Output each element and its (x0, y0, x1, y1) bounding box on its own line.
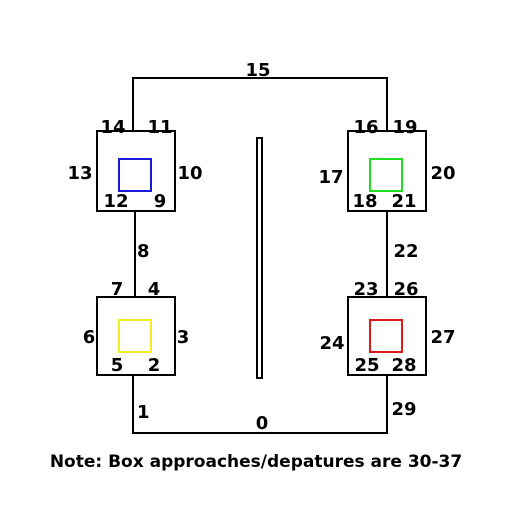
inner-square-red (369, 319, 403, 353)
box-outline (96, 130, 176, 212)
label-23: 23 (353, 279, 378, 300)
label-3: 3 (177, 327, 190, 348)
box-bottom-left[interactable] (96, 296, 176, 376)
box-bottom-right[interactable] (347, 296, 427, 376)
label-17: 17 (318, 167, 343, 188)
footnote: Note: Box approaches/depatures are 30-37 (50, 452, 462, 472)
label-6: 6 (83, 327, 96, 348)
label-20: 20 (430, 163, 455, 184)
box-top-left[interactable] (96, 130, 176, 212)
label-28: 28 (391, 355, 416, 376)
inner-square-blue (118, 158, 152, 192)
label-26: 26 (393, 279, 418, 300)
box-outline (347, 296, 427, 376)
label-10: 10 (177, 163, 202, 184)
inner-square-green (369, 158, 403, 192)
label-13: 13 (67, 163, 92, 184)
label-22: 22 (393, 241, 418, 262)
label-2: 2 (148, 355, 161, 376)
label-21: 21 (391, 191, 416, 212)
inner-square-yellow (118, 319, 152, 353)
label-19: 19 (392, 117, 417, 138)
label-16: 16 (353, 117, 378, 138)
label-27: 27 (430, 327, 455, 348)
label-4: 4 (148, 279, 161, 300)
box-outline (347, 130, 427, 212)
label-12: 12 (103, 191, 128, 212)
label-5: 5 (111, 355, 124, 376)
label-11: 11 (147, 117, 172, 138)
box-outline (96, 296, 176, 376)
box-top-right[interactable] (347, 130, 427, 212)
label-8: 8 (137, 241, 150, 262)
label-0: 0 (256, 413, 269, 434)
label-9: 9 (154, 191, 167, 212)
label-18: 18 (352, 191, 377, 212)
label-25: 25 (354, 355, 379, 376)
label-1: 1 (137, 402, 150, 423)
label-14: 14 (100, 117, 125, 138)
track-segment-15 (132, 77, 388, 130)
label-29: 29 (391, 399, 416, 420)
track-segment-0 (132, 375, 388, 434)
label-15: 15 (245, 60, 270, 81)
center-divider (256, 137, 263, 379)
label-7: 7 (111, 279, 124, 300)
label-24: 24 (319, 333, 344, 354)
